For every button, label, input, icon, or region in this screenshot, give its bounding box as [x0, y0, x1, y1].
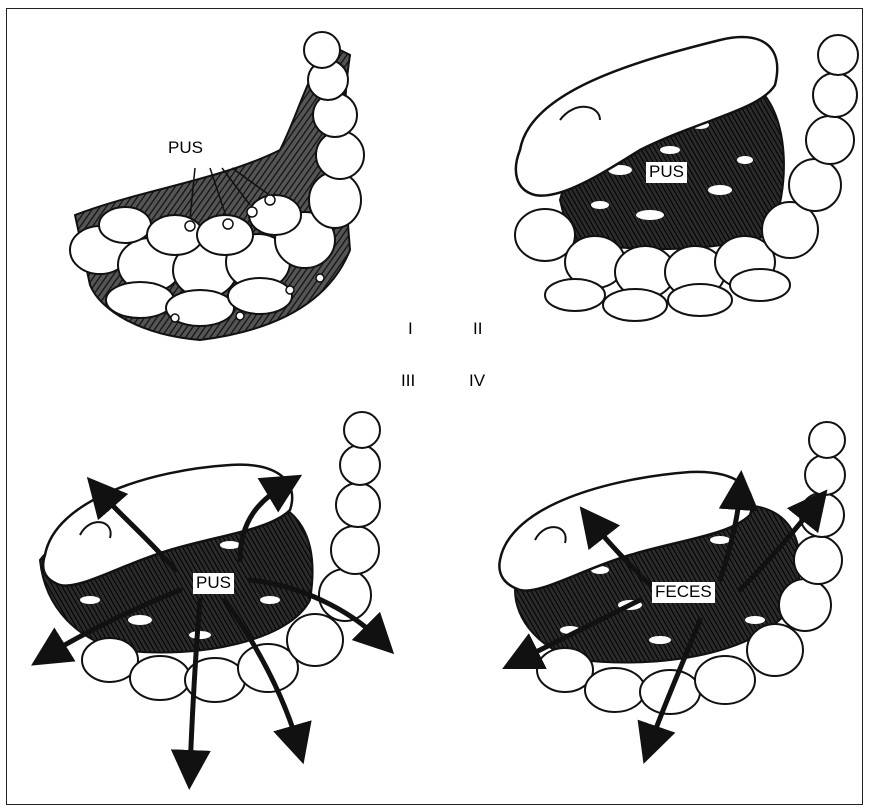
stage-label-i: I: [408, 320, 413, 337]
pus-label-panel-1: PUS: [165, 138, 206, 159]
feces-label-panel-4: FECES: [652, 582, 715, 603]
pus-label-panel-2: PUS: [646, 162, 687, 183]
panel-1-colon-segment: [70, 32, 364, 340]
stage-label-ii: II: [473, 320, 482, 337]
pus-label-panel-3: PUS: [193, 573, 234, 594]
stage-label-iii: III: [401, 372, 415, 389]
stage-label-iv: IV: [469, 372, 485, 389]
